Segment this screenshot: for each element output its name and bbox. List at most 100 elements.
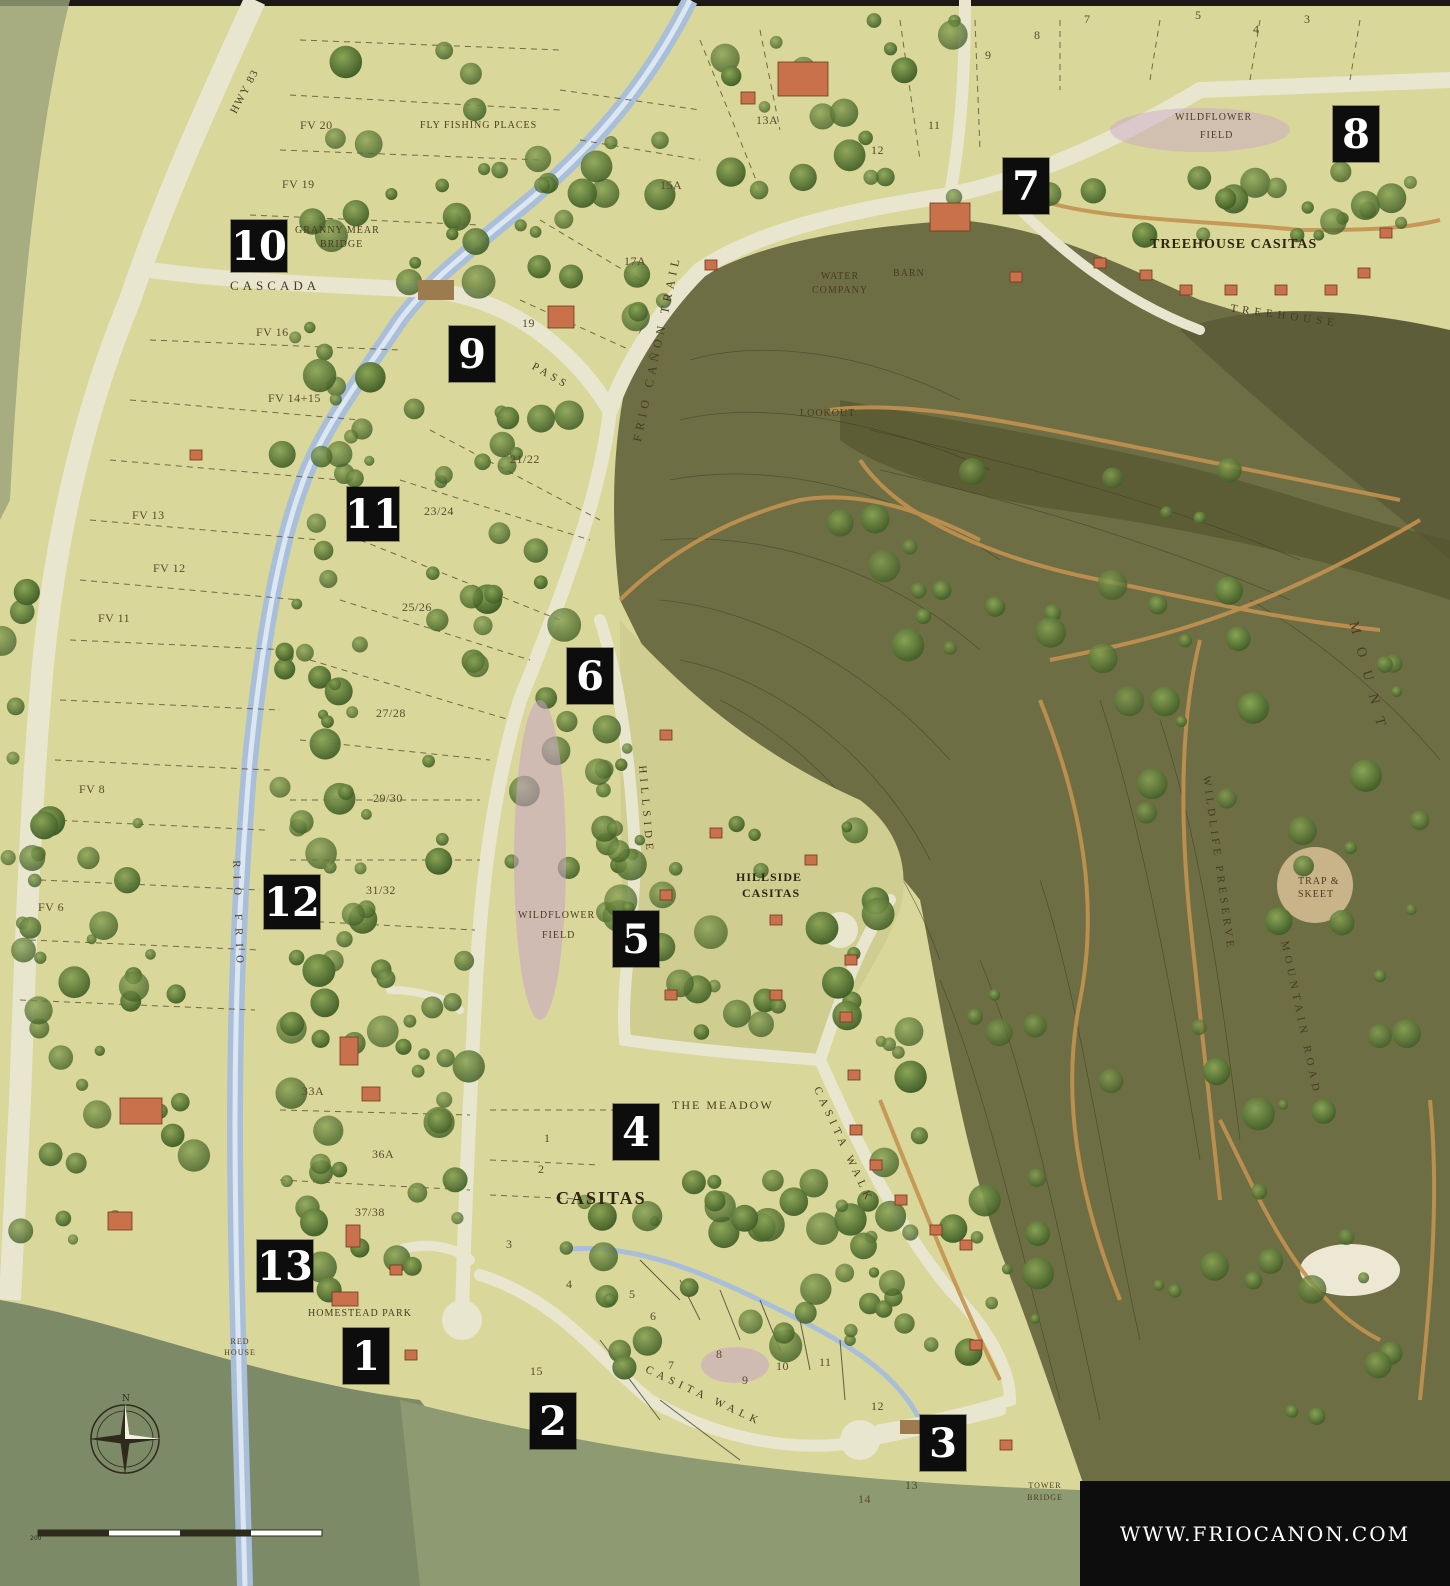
marker-3[interactable]: 3 <box>920 1415 966 1471</box>
label-trap-skeet-2: SKEET <box>1298 889 1335 900</box>
tree <box>177 1139 211 1172</box>
tree <box>668 862 683 876</box>
tree <box>894 1017 924 1046</box>
tree <box>94 1045 106 1057</box>
tree <box>937 20 968 50</box>
marker-5[interactable]: 5 <box>613 911 659 967</box>
tree <box>891 628 925 662</box>
website-banner[interactable]: WWW.FRIOCANON.COM <box>1080 1481 1450 1586</box>
tree <box>938 1214 968 1243</box>
tree <box>769 35 783 49</box>
tree <box>463 97 487 122</box>
tree <box>527 255 551 279</box>
tree <box>6 751 20 765</box>
tree <box>275 642 294 661</box>
lot-top-3: 3 <box>1304 12 1311 26</box>
tree <box>1308 1407 1326 1425</box>
tree <box>789 163 817 192</box>
tree <box>1136 768 1168 800</box>
marker-8[interactable]: 8 <box>1333 106 1379 162</box>
tree <box>145 949 156 960</box>
tree <box>166 984 186 1004</box>
tree <box>426 566 440 580</box>
tree <box>1167 1284 1182 1298</box>
tree <box>171 1092 190 1112</box>
marker-13[interactable]: 13 <box>257 1240 313 1292</box>
tree <box>1080 178 1107 204</box>
tree <box>289 331 302 344</box>
tree <box>329 45 363 79</box>
ridge-band <box>840 400 1450 600</box>
tree <box>275 1077 308 1109</box>
tree <box>291 598 303 610</box>
lot-fv6: FV 6 <box>38 900 65 914</box>
label-homestead-park: HOMESTEAD PARK <box>308 1308 412 1319</box>
tree <box>1344 841 1357 855</box>
hillside-clearing <box>620 620 904 1060</box>
compass-north-label: N <box>122 1394 130 1404</box>
tree <box>280 1011 305 1036</box>
label-granny-mear: GRANNY MEAR <box>295 225 380 236</box>
tree <box>1266 177 1287 199</box>
tree <box>304 321 316 334</box>
tree <box>1277 1099 1289 1110</box>
tree <box>1193 511 1207 525</box>
compass-rose-icon: N <box>89 1394 161 1475</box>
tree <box>559 1241 573 1255</box>
tree <box>800 1273 832 1305</box>
lot-casita-2: 2 <box>538 1162 545 1176</box>
tree <box>985 1296 998 1310</box>
tree <box>341 902 365 926</box>
lot-casita-5: 5 <box>629 1287 636 1301</box>
tree <box>728 815 745 833</box>
tree <box>844 1334 856 1346</box>
tree <box>48 1045 74 1070</box>
tree <box>1405 903 1417 916</box>
tree <box>446 228 459 241</box>
marker-10[interactable]: 10 <box>231 220 287 272</box>
tree <box>970 1231 984 1244</box>
marker-6[interactable]: 6 <box>567 648 613 704</box>
tree <box>1367 1023 1392 1049</box>
tree <box>632 1326 663 1356</box>
granny-mear-bridge <box>418 280 454 300</box>
wildflower-patch-top <box>1110 108 1290 152</box>
tree <box>27 873 42 888</box>
tree <box>311 1029 330 1048</box>
tree <box>132 818 143 829</box>
tree <box>288 949 305 966</box>
tree <box>559 264 583 289</box>
tree <box>758 101 771 113</box>
marker-4[interactable]: 4 <box>613 1104 659 1160</box>
tree <box>1160 506 1173 519</box>
tree <box>876 167 895 187</box>
tree <box>83 1100 112 1129</box>
lot-casita-15: 15 <box>530 1364 543 1378</box>
tree <box>1364 1351 1392 1379</box>
tree <box>484 584 503 604</box>
lot-top-5: 5 <box>1195 8 1202 22</box>
tree <box>403 1014 417 1028</box>
marker-1[interactable]: 1 <box>343 1328 389 1384</box>
marker-12[interactable]: 12 <box>264 875 320 929</box>
tree <box>19 916 42 939</box>
lot-12: 12 <box>871 143 884 157</box>
tree <box>723 999 751 1028</box>
tree <box>86 934 97 945</box>
tree <box>1191 1019 1207 1035</box>
tree <box>435 41 454 60</box>
tree <box>1025 1221 1051 1246</box>
tree <box>694 915 728 949</box>
marker-2[interactable]: 2 <box>530 1393 576 1449</box>
tree <box>835 1263 855 1283</box>
contour-lines <box>659 349 1441 1421</box>
tree <box>280 1175 293 1188</box>
tree <box>1403 175 1417 189</box>
lot-fv8: FV 8 <box>79 782 106 796</box>
marker-7[interactable]: 7 <box>1003 158 1049 214</box>
hill-clearing-south <box>1300 1244 1400 1296</box>
marker-9[interactable]: 9 <box>449 326 495 382</box>
tree <box>443 993 462 1012</box>
marker-11[interactable]: 11 <box>345 487 401 541</box>
